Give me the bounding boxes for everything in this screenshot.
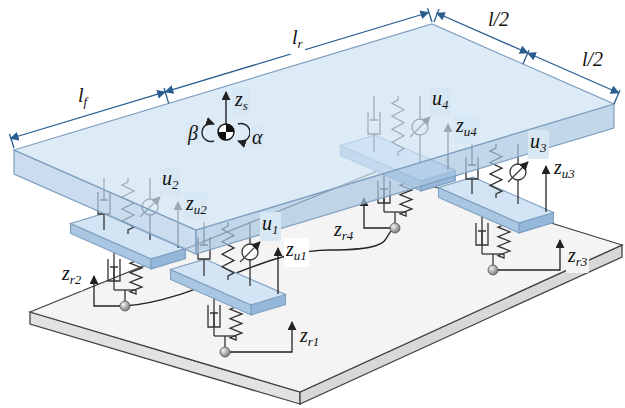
symbol-label: lf	[76, 84, 89, 113]
cg-symbol	[218, 124, 234, 140]
extension-line	[428, 8, 433, 22]
extension-line	[164, 88, 169, 103]
tyre-link	[492, 254, 493, 265]
road-input-arrow	[498, 240, 560, 270]
tyre-link	[124, 290, 125, 301]
mass-motion-arrow	[545, 166, 546, 212]
mass-motion-arrow	[277, 248, 278, 294]
cg-symbol	[226, 124, 234, 132]
damper-symbol	[471, 179, 472, 194]
road-input-arrow	[94, 276, 120, 306]
unsprung-mass	[171, 259, 286, 305]
contact-ball	[488, 265, 498, 275]
dimension-arrow	[528, 53, 619, 93]
roll-arrow	[202, 124, 214, 142]
contact-ball	[120, 301, 130, 311]
symbol-label: zr1	[298, 324, 321, 353]
unsprung-mass	[439, 177, 554, 223]
symbol-label: l/2	[486, 8, 511, 30]
damper-symbol	[481, 231, 482, 254]
symbol-label: zu2	[184, 192, 209, 221]
damper-symbol	[113, 267, 114, 290]
tyre-link	[224, 336, 225, 347]
dimension-arrow	[437, 13, 528, 53]
symbol-label: l/2	[580, 48, 605, 70]
symbol-label: u4	[430, 87, 451, 116]
pitch-arrow	[238, 124, 250, 142]
dimension-arrow	[165, 13, 428, 92]
symbol-label: zr3	[566, 244, 589, 273]
symbol-label: β	[186, 122, 200, 144]
symbol-label: zu3	[552, 156, 577, 185]
symbol-label: zu4	[454, 114, 479, 143]
damper-symbol	[103, 214, 104, 230]
road-input-arrow	[230, 322, 292, 352]
symbol-label: zr4	[332, 218, 355, 247]
tyre-link	[394, 212, 395, 223]
contact-ball	[220, 347, 230, 357]
cg-symbol	[218, 132, 226, 140]
damper-symbol	[203, 259, 204, 276]
sprung-body	[14, 24, 614, 254]
damper-symbol	[213, 313, 214, 336]
extension-line	[10, 134, 15, 148]
contact-ball	[390, 223, 400, 233]
symbol-label: u3	[528, 130, 549, 159]
symbol-label: u2	[160, 167, 181, 196]
actuator-arrow	[508, 162, 528, 182]
symbol-label: α	[250, 126, 265, 148]
extension-line	[434, 9, 439, 22]
dimension-lines	[10, 8, 621, 148]
symbol-label: lr	[290, 26, 305, 55]
symbol-label: u1	[260, 212, 281, 241]
symbol-label: zs	[233, 88, 250, 117]
body-top	[14, 24, 614, 230]
actuator-arrow	[240, 242, 260, 262]
symbol-label: zr2	[60, 262, 83, 291]
symbol-label: zu1	[284, 238, 309, 267]
heave-arrow	[225, 92, 226, 124]
